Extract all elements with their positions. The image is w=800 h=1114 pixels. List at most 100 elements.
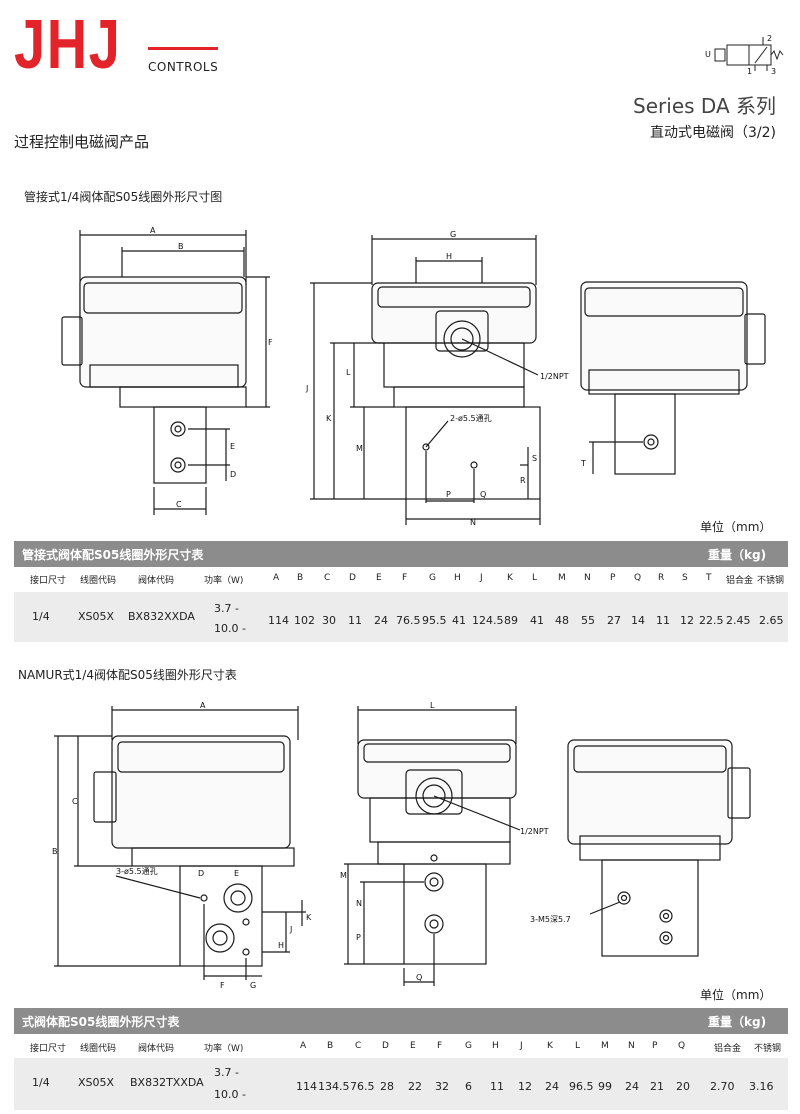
table2-th: J — [520, 1041, 523, 1051]
table2-th: P — [652, 1041, 658, 1051]
table2-th: A — [300, 1041, 307, 1051]
table2-row: 1/4 XS05X BX832TXXDA 3.7 - 10.0 - 114 13… — [14, 1058, 788, 1110]
table2-th: 不锈钢 — [754, 1044, 782, 1054]
table1-th: H — [454, 573, 461, 583]
table2-cell: 2.70 — [710, 1080, 735, 1093]
namur-dim-g: G — [250, 981, 256, 990]
table2-weight-label: 重量（kg) — [708, 1015, 767, 1029]
namur-drawing-front-view: A B C D E F G H J K 3-ø5.5通孔 — [52, 701, 312, 990]
table2-cell: 12 — [518, 1080, 532, 1093]
dim-label-d: D — [230, 470, 236, 479]
product-title: 过程控制电磁阀产品 — [14, 133, 150, 151]
table1-title-bar: 管接式阀体配S05线圈外形尺寸表 重量（kg) — [14, 541, 788, 567]
table2-cell: 24 — [545, 1080, 559, 1093]
table1-th: R — [658, 573, 665, 583]
namur-dim-e: E — [234, 869, 239, 878]
table1-cell: BX832XXDA — [128, 610, 195, 623]
table2-th: L — [575, 1041, 581, 1051]
brand-logo: JHJ — [14, 5, 122, 83]
table1-cell: 11 — [348, 614, 362, 627]
drawing-rear-view: T — [580, 281, 766, 475]
dim-label-t: T — [580, 459, 586, 468]
table1-cell: 2.65 — [759, 614, 784, 627]
table2-title-bar: 式阀体配S05线圈外形尺寸表 重量（kg) — [14, 1008, 788, 1034]
symbol-port-1: 1 — [747, 67, 752, 76]
logo-rule — [148, 47, 218, 50]
namur-dim-b: B — [52, 847, 58, 856]
dim-label-g: G — [450, 230, 456, 239]
table2-cell: 22 — [408, 1080, 422, 1093]
table2-cell: 28 — [380, 1080, 394, 1093]
dim-label-p: P — [446, 490, 451, 499]
table2-th: G — [465, 1041, 472, 1051]
table1-header: 接口尺寸 线圈代码 阀体代码 功率（W) A B C D E F G H J K… — [14, 569, 788, 589]
table2-th: 功率（W) — [204, 1044, 244, 1054]
symbol-port-2: 2 — [767, 34, 772, 43]
table1-th: E — [376, 573, 382, 583]
namur-dim-k: K — [306, 913, 312, 922]
callout-holes: 2-ø5.5通孔 — [450, 413, 492, 423]
table2-cell: 76.5 — [350, 1080, 375, 1093]
namur-dim-a: A — [200, 701, 206, 710]
table2-cell: 20 — [676, 1080, 690, 1093]
table2-th: N — [628, 1041, 635, 1051]
table1-th: S — [682, 573, 688, 583]
table1-th: D — [349, 573, 356, 583]
table1-th: A — [273, 573, 280, 583]
namur-dim-l: L — [430, 701, 435, 710]
brand-subtitle: CONTROLS — [148, 60, 219, 74]
table1-cell: 10.0 - — [214, 622, 246, 635]
table1-th: 阀体代码 — [138, 576, 175, 586]
dim-label-a: A — [150, 226, 156, 235]
namur-dim-f: F — [220, 981, 225, 990]
table1-th: K — [507, 573, 513, 583]
table2-th: Q — [678, 1041, 686, 1051]
table1-th: C — [324, 573, 331, 583]
table1-cell: 3.7 - — [214, 602, 239, 615]
drawing-front-view: A B C D E F — [61, 226, 273, 515]
namur-dim-p: P — [356, 933, 361, 942]
dim-label-l: L — [346, 368, 351, 377]
table1-th: N — [584, 573, 591, 583]
namur-drawing-rear-view: 3-M5深5.7 — [530, 739, 751, 957]
table1-cell: 76.5 — [396, 614, 421, 627]
table2-cell: 24 — [625, 1080, 639, 1093]
table1-th: Q — [634, 573, 642, 583]
dim-label-e: E — [230, 442, 235, 451]
table1-cell: 24 — [374, 614, 388, 627]
table2-th: 铝合金 — [714, 1044, 742, 1054]
table2-cell: 3.7 - — [214, 1066, 239, 1079]
table1-th: 功率（W) — [204, 576, 244, 586]
table1-cell: 89 — [504, 614, 518, 627]
valve-symbol-icon: U 2 1 3 — [705, 34, 784, 76]
table2-th: C — [355, 1041, 362, 1051]
table1-cell: 41 — [530, 614, 544, 627]
table2-th: F — [437, 1041, 443, 1051]
table2-th: H — [492, 1041, 499, 1051]
dim-label-f: F — [268, 338, 273, 347]
callout-npt: 1/2NPT — [540, 372, 569, 381]
table1-cell: 27 — [607, 614, 621, 627]
table1-th: 铝合金 — [726, 576, 754, 586]
svg-text:U: U — [705, 50, 711, 59]
table2-cell: 32 — [435, 1080, 449, 1093]
table1-cell: 1/4 — [32, 610, 50, 623]
table1-cell: 2.45 — [726, 614, 751, 627]
namur-callout-npt: 1/2NPT — [520, 827, 549, 836]
namur-dim-d: D — [198, 869, 204, 878]
table2-th: K — [547, 1041, 553, 1051]
table1-cell: 114 — [268, 614, 289, 627]
table1-row: 1/4 XS05X BX832XXDA 3.7 - 10.0 - 114 102… — [14, 592, 788, 642]
table2-cell: 3.16 — [749, 1080, 774, 1093]
table2-th: 接口尺寸 — [30, 1044, 67, 1054]
dim-label-n: N — [470, 518, 476, 527]
table1-title: 管接式阀体配S05线圈外形尺寸表 — [22, 548, 204, 562]
table2-cell: 11 — [490, 1080, 504, 1093]
namur-dim-q: Q — [416, 973, 422, 982]
symbol-port-3: 3 — [771, 67, 776, 76]
table1-weight-label: 重量（kg) — [708, 548, 767, 562]
table2-cell: 114 — [296, 1080, 317, 1093]
table1-th: B — [297, 573, 304, 583]
table1-cell: 14 — [631, 614, 645, 627]
table2-cell: XS05X — [78, 1076, 115, 1089]
